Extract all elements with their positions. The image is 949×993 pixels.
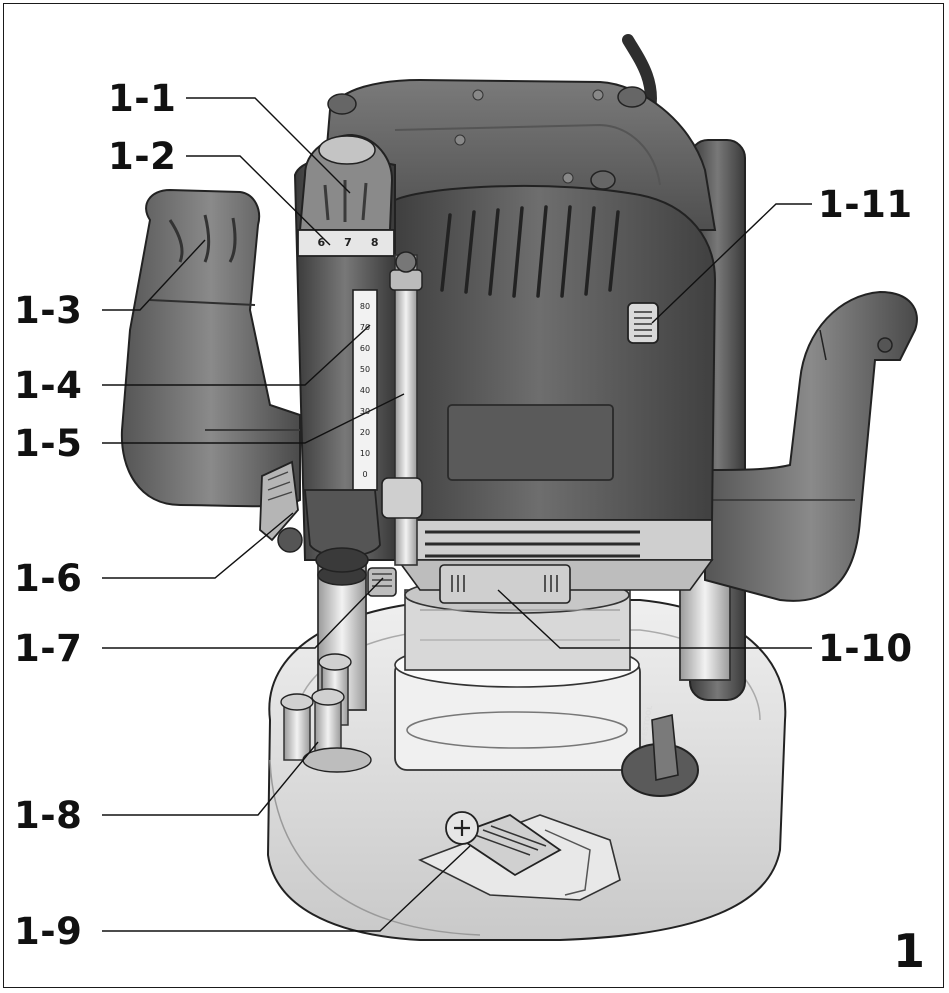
callout-1-5: 1-5 <box>14 422 83 465</box>
figure-frame <box>3 3 944 988</box>
callout-1-4: 1-4 <box>14 364 83 407</box>
motor-housing <box>318 78 717 591</box>
leader-lines <box>102 97 812 932</box>
leader-1-5 <box>102 393 405 444</box>
knob-mark: 7 <box>344 236 352 249</box>
scale-mark: 30 <box>359 407 371 416</box>
leader-1-10 <box>497 589 812 649</box>
turret-ring <box>439 564 571 604</box>
right-handle <box>704 290 918 602</box>
callout-1-7: 1-7 <box>14 627 83 670</box>
scale-mark: 50 <box>359 365 371 374</box>
leader-1-1 <box>186 97 351 194</box>
scale-mark: 80 <box>359 302 371 311</box>
callout-1-11: 1-11 <box>818 183 913 226</box>
leader-1-2 <box>186 155 331 246</box>
knob-scale: 6 7 8 <box>308 236 388 252</box>
callout-1-9: 1-9 <box>14 910 83 953</box>
callout-1-6: 1-6 <box>14 557 83 600</box>
scale-mark: 10 <box>359 449 371 458</box>
figure-number: 1 <box>893 924 926 978</box>
scale-mark: 0 <box>362 470 368 479</box>
speed-dial <box>627 302 659 344</box>
scale-mark: 60 <box>359 344 371 353</box>
leader-1-4 <box>102 324 371 386</box>
leader-1-7 <box>102 577 384 649</box>
knob-mark: 6 <box>317 236 326 249</box>
left-handle <box>120 188 301 508</box>
callout-1-3: 1-3 <box>14 289 83 332</box>
clamping-lever <box>259 460 303 553</box>
leader-1-6 <box>102 512 294 579</box>
depth-adjust-column <box>293 133 423 597</box>
knob-mark: 8 <box>370 236 379 249</box>
leader-1-8 <box>102 741 319 816</box>
leader-1-9 <box>102 845 471 932</box>
base-knob <box>621 713 699 797</box>
callout-1-1: 1-1 <box>108 77 177 120</box>
scale-mark: 70 <box>359 323 371 332</box>
leader-1-11 <box>651 203 812 324</box>
callout-1-8: 1-8 <box>14 794 83 837</box>
chip-guard <box>394 576 641 771</box>
callout-1-2: 1-2 <box>108 135 177 178</box>
depth-scale: 80 70 60 50 40 30 20 10 0 <box>355 296 375 486</box>
callout-1-10: 1-10 <box>818 627 913 670</box>
fine-adjust-screws <box>280 653 372 773</box>
leader-1-3 <box>102 239 206 311</box>
turret-stop <box>367 567 397 597</box>
scale-mark: 40 <box>359 386 371 395</box>
release-lever <box>445 811 562 877</box>
scale-mark: 20 <box>359 428 371 437</box>
